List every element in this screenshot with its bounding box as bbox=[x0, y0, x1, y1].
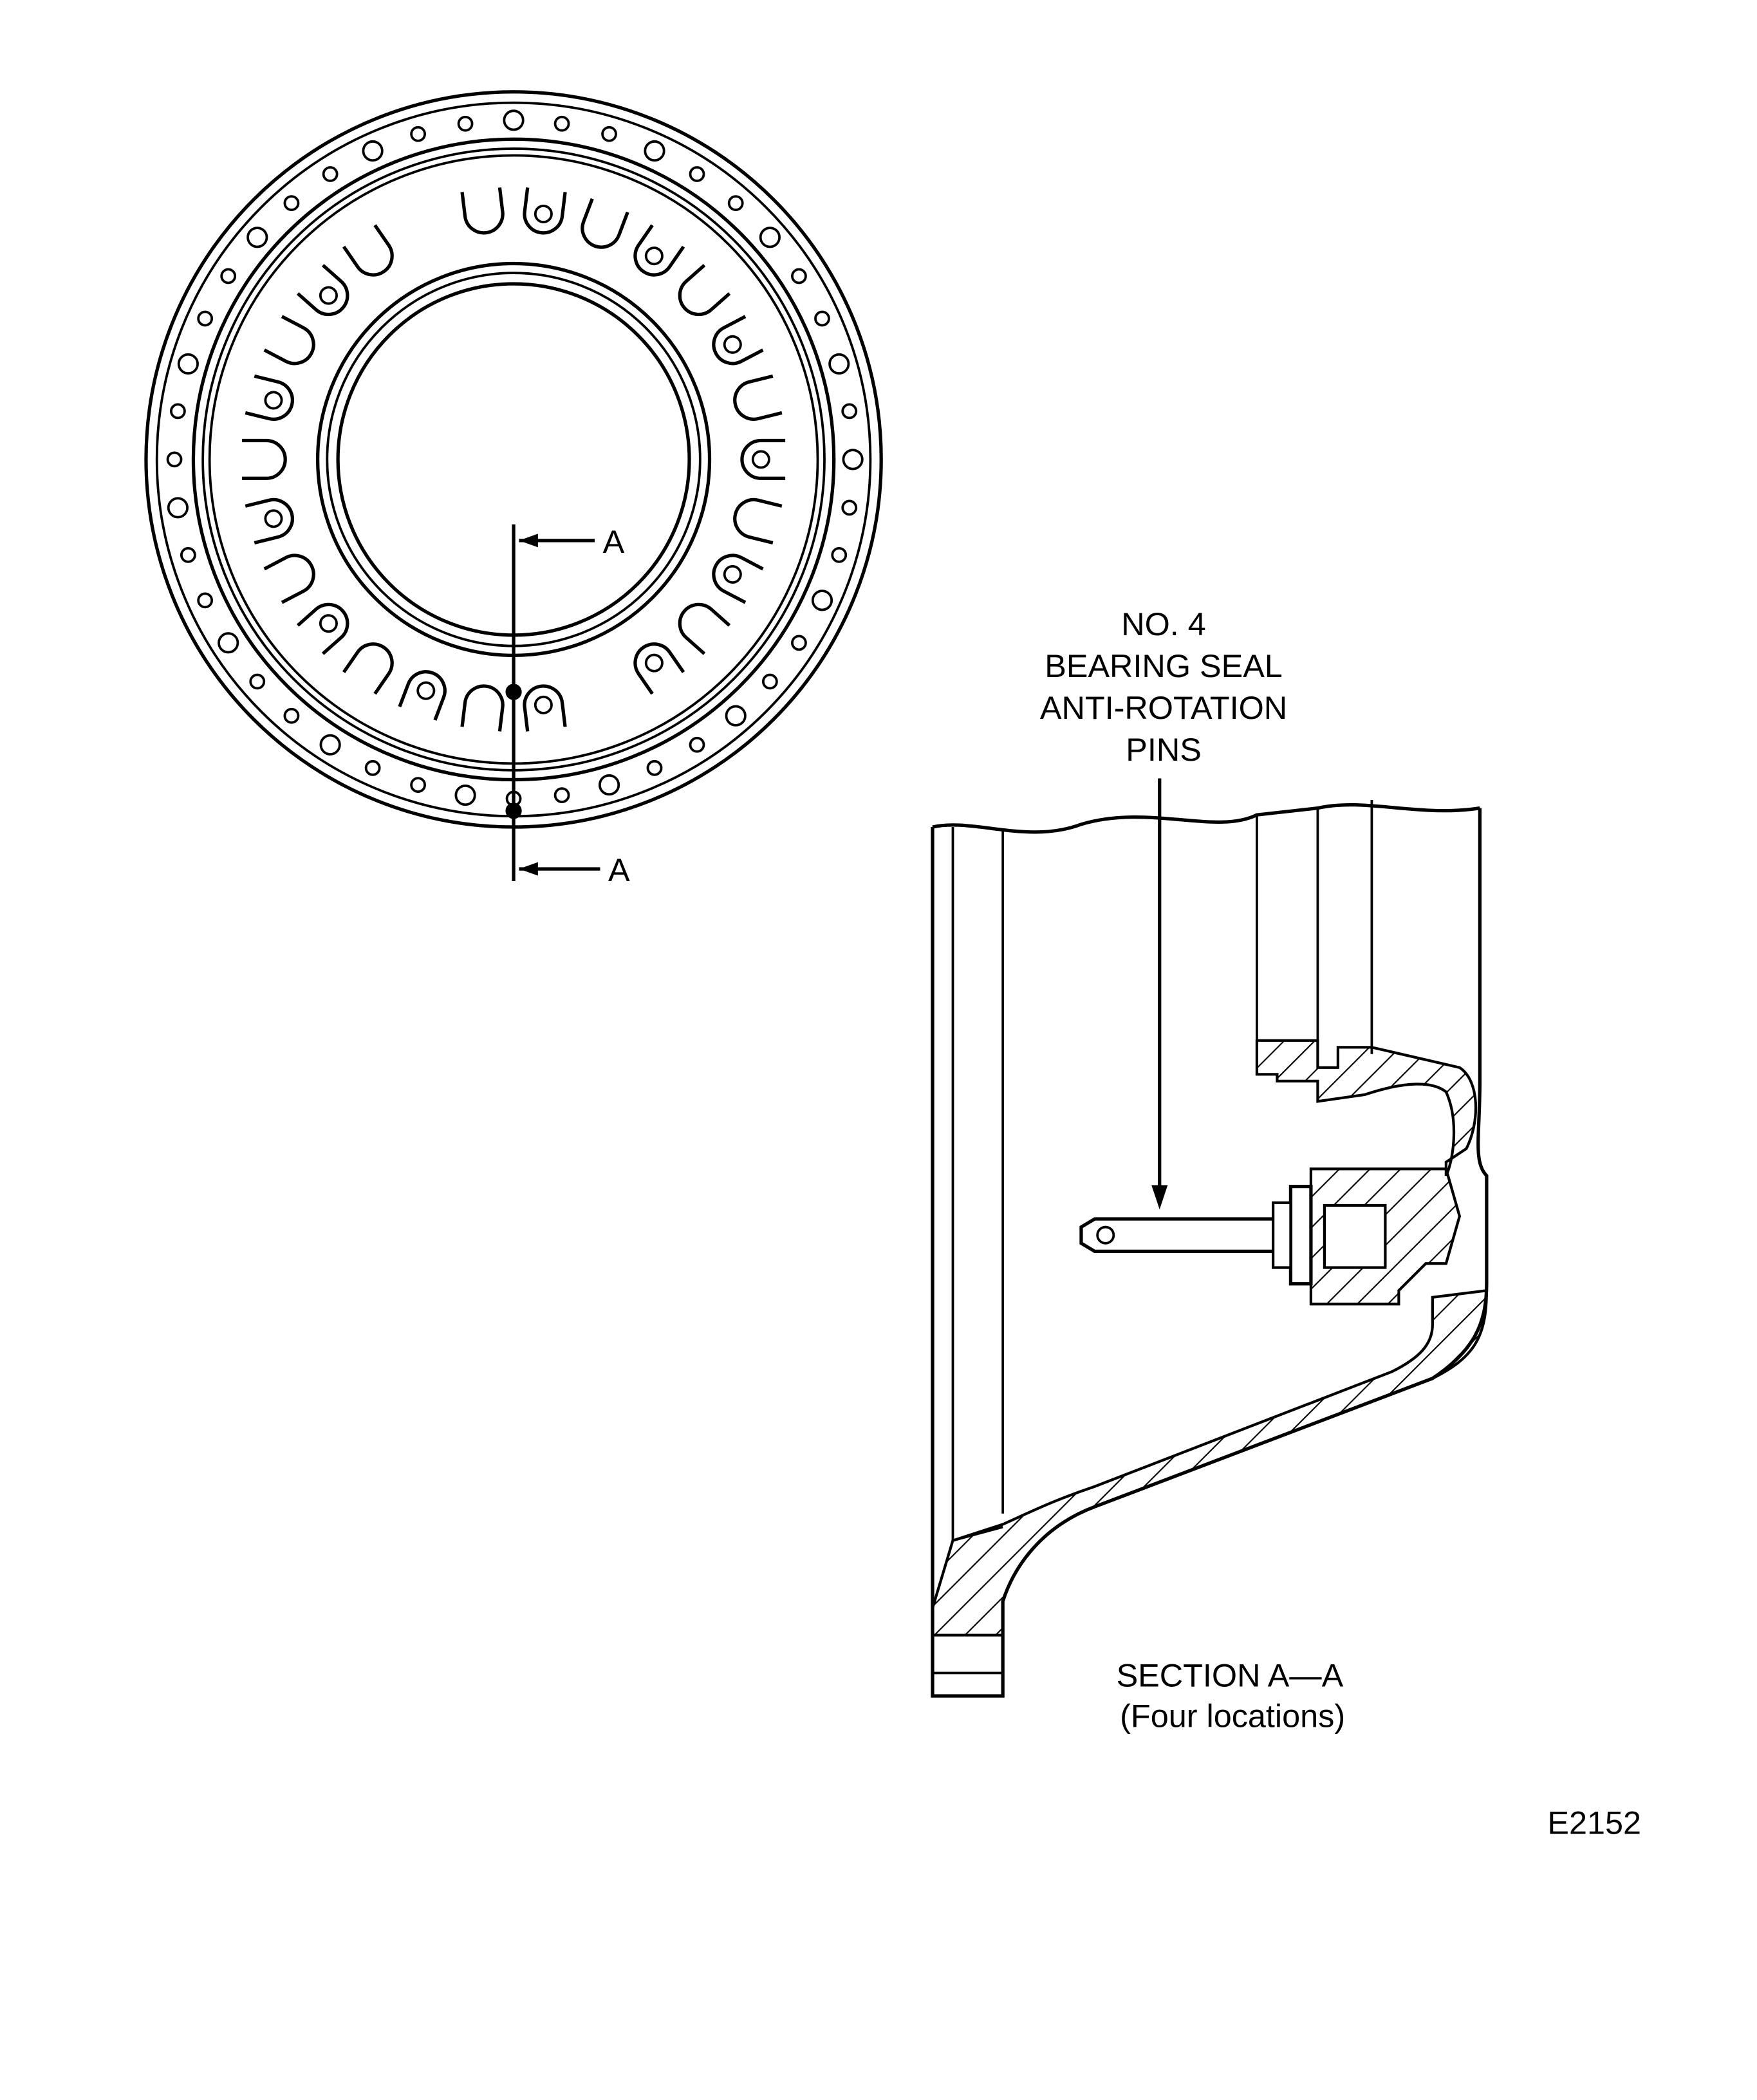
seal-slot bbox=[733, 497, 783, 545]
bolt-hole bbox=[727, 195, 744, 211]
bolt-hole bbox=[503, 109, 525, 131]
bolt-hole bbox=[167, 497, 189, 519]
bolt-hole bbox=[249, 673, 266, 690]
bolt-hole bbox=[842, 449, 864, 470]
seal-slot bbox=[242, 438, 287, 480]
seal-slot bbox=[712, 315, 764, 366]
bolt-hole bbox=[197, 310, 214, 327]
bolt-hole bbox=[170, 403, 186, 420]
seal-slot bbox=[460, 187, 505, 235]
seal-slot bbox=[633, 642, 685, 695]
seal-slot bbox=[245, 374, 294, 421]
seal-slot bbox=[678, 264, 731, 317]
bolt-hole bbox=[319, 734, 341, 756]
bolt-hole bbox=[197, 592, 214, 609]
bolt-hole bbox=[180, 547, 196, 563]
svg-text:PINS: PINS bbox=[1126, 731, 1202, 768]
seal-slot bbox=[296, 264, 349, 317]
section-line bbox=[505, 524, 600, 882]
bolt-hole bbox=[166, 451, 183, 468]
bolt-hole bbox=[725, 705, 747, 727]
bolt-hole bbox=[759, 227, 781, 248]
seal-slot bbox=[263, 315, 315, 366]
seal-slot bbox=[733, 374, 783, 421]
bolt-hole bbox=[831, 547, 848, 563]
bolt-hole bbox=[598, 774, 620, 796]
bolt-hole bbox=[283, 195, 300, 211]
bolt-hole bbox=[177, 353, 199, 375]
seal-slot bbox=[460, 684, 505, 732]
bolt-hole bbox=[454, 784, 476, 806]
bolt-hole bbox=[220, 268, 237, 284]
bolt-hole bbox=[410, 777, 426, 793]
svg-text:BEARING SEAL: BEARING SEAL bbox=[1045, 647, 1283, 684]
bolt-hole bbox=[814, 310, 830, 327]
bolt-hole bbox=[646, 759, 663, 776]
bolt-hole bbox=[841, 403, 858, 420]
seal-slot bbox=[523, 187, 567, 235]
bolt-hole bbox=[362, 140, 384, 162]
svg-text:ANTI-ROTATION: ANTI-ROTATION bbox=[1040, 689, 1287, 726]
bolt-hole bbox=[553, 787, 570, 803]
bolt-hole bbox=[791, 268, 807, 284]
seal-slot bbox=[263, 553, 315, 604]
seal-slot bbox=[342, 642, 394, 695]
seal-slot bbox=[740, 438, 786, 480]
callout-label: NO. 4 BEARING SEAL ANTI-ROTATION PINS bbox=[1040, 606, 1287, 768]
bolt-hole bbox=[322, 166, 339, 182]
bolt-hole bbox=[457, 115, 474, 132]
seal-slots bbox=[242, 187, 786, 732]
seal-slot bbox=[678, 602, 731, 655]
bolt-hole bbox=[246, 227, 268, 248]
bolt-hole bbox=[828, 353, 850, 375]
bolt-hole bbox=[553, 115, 570, 132]
bolt-hole bbox=[791, 635, 807, 651]
bolt-hole bbox=[811, 590, 833, 611]
section-subtitle: (Four locations) bbox=[1120, 1697, 1345, 1734]
bolt-holes bbox=[166, 109, 864, 807]
seal-slot bbox=[245, 497, 294, 545]
bolt-hole bbox=[761, 673, 778, 690]
section-marker-bottom: A bbox=[608, 851, 630, 888]
section-title: SECTION A—A bbox=[1117, 1657, 1344, 1693]
seal-slot bbox=[398, 670, 447, 721]
section-marker-top: A bbox=[603, 523, 625, 560]
seal-slot bbox=[296, 602, 349, 655]
seal-slot bbox=[581, 198, 629, 249]
bolt-hole bbox=[364, 759, 381, 776]
bolt-hole bbox=[689, 166, 705, 182]
seal-slot bbox=[342, 224, 394, 277]
section-view bbox=[931, 800, 1489, 1698]
seal-slot bbox=[633, 224, 685, 277]
seal-slot bbox=[712, 553, 764, 604]
bolt-hole bbox=[283, 707, 300, 724]
bolt-hole bbox=[601, 125, 617, 142]
bolt-hole bbox=[841, 499, 858, 516]
bolt-hole bbox=[410, 125, 426, 142]
svg-text:NO. 4: NO. 4 bbox=[1121, 606, 1206, 642]
anti-rotation-pin bbox=[1079, 1217, 1274, 1253]
bolt-hole bbox=[644, 140, 665, 162]
bolt-hole bbox=[218, 632, 239, 654]
bolt-hole bbox=[689, 736, 705, 753]
figure-id: E2152 bbox=[1547, 1804, 1641, 1841]
seal-slot bbox=[523, 684, 567, 732]
